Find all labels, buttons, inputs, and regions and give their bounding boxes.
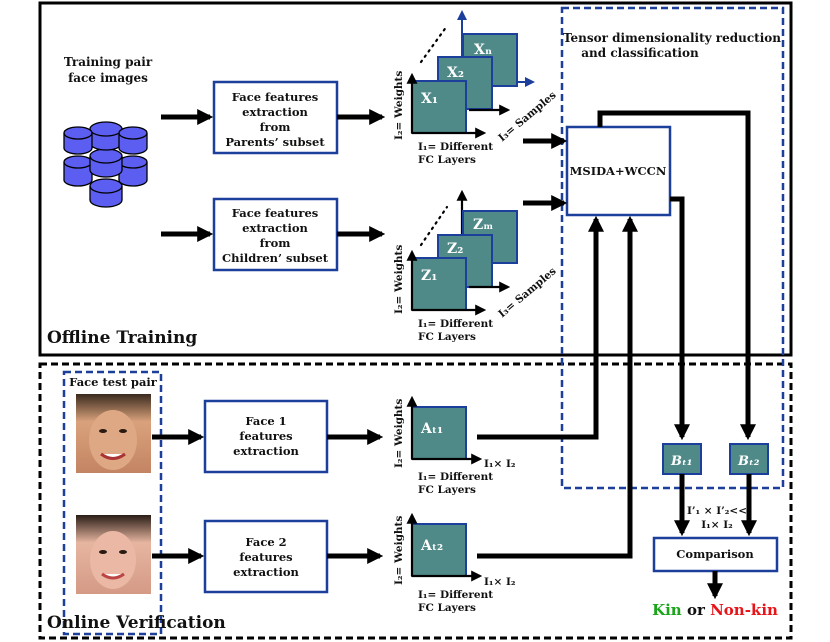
face1-box-line-3: extraction [233, 444, 299, 458]
parent-tensor-stack: Xₙ X₂ X₁ [406, 10, 535, 139]
tensor-title-1: Tensor dimensionality reduction [563, 31, 781, 45]
children-box-line-2: extraction [242, 221, 308, 235]
msida-wccn-box [565, 125, 672, 217]
face-image-1 [76, 394, 151, 473]
arrow-at2-to-msida [477, 215, 639, 559]
test1-axis-product: I₁× I₂ [484, 458, 516, 470]
arrow-at1-to-msida [477, 215, 605, 440]
tensor-bt1 [662, 443, 702, 475]
test1-axis-fc-2: FC Layers [418, 484, 476, 496]
parent-axis-fc-2: FC Layers [418, 154, 476, 166]
parents-extraction-box [212, 80, 339, 155]
child-tensor-stack: Zₘ Z₂ Z₁ [406, 189, 518, 316]
tensor-z1-label: Z₁ [421, 268, 437, 284]
face-test-pair-frame [62, 370, 163, 636]
reduced-dims-line-1: I’₁ × I’₂<< [687, 505, 747, 517]
tensor-bt2 [729, 443, 769, 475]
child-axis-fc-2: FC Layers [418, 331, 476, 343]
tensor-z1 [411, 257, 467, 311]
children-box-line-1: Face features [232, 206, 319, 220]
online-verification-title: Online Verification [47, 613, 226, 633]
tensor-title-2: and classification [581, 46, 699, 60]
test2-axis-fc-2: FC Layers [418, 602, 476, 614]
tensor-at1-label: Aₜ₁ [420, 421, 443, 437]
parent-axis-weights: I₂= Weights [393, 71, 405, 140]
parents-box-line-1: Face features [232, 90, 319, 104]
tensor-at2-label: Aₜ₂ [420, 538, 443, 554]
tensor-reduction-frame [560, 6, 785, 490]
parent-axis-fc-1: I₁= Different [418, 141, 493, 153]
arrow-msida-to-bt1 [670, 196, 691, 441]
child-axis-samples: I₃= Samples [496, 265, 558, 320]
result-nonkin: Non-kin [710, 601, 778, 619]
face1-box-line-2: features [239, 429, 292, 443]
offline-training-title: Offline Training [47, 328, 197, 348]
tensor-at1 [411, 406, 467, 460]
test2-axis-product: I₁× I₂ [484, 576, 516, 588]
tensor-zm-label: Zₘ [473, 217, 493, 233]
children-box-line-3: from [260, 236, 291, 250]
training-pair-label-1: Training pair [64, 55, 153, 69]
test2-axis-weights: I₂= Weights [393, 516, 405, 585]
tensor-x2-label: X₂ [447, 65, 464, 81]
child-axis-weights: I₂= Weights [393, 245, 405, 314]
training-pair-label-2: face images [68, 71, 148, 85]
result-text: Kin or Non-kin [652, 601, 778, 619]
tensor-xn-label: Xₙ [474, 42, 492, 58]
face1-extraction-box [203, 399, 329, 474]
msida-wccn-label: MSIDA+WCCN [570, 164, 667, 178]
online-verification-frame [38, 362, 793, 640]
parents-box-line-2: extraction [242, 105, 308, 119]
result-or: or [682, 601, 710, 619]
reduced-dims-line-2: I₁× I₂ [701, 519, 733, 531]
tensor-x1-label: X₁ [421, 91, 438, 107]
tensor-at2 [411, 523, 467, 577]
parents-box-line-4: Parents’ subset [225, 135, 325, 149]
parent-axis-samples: I₃= Samples [496, 89, 558, 144]
child-axis-fc-1: I₁= Different [418, 318, 493, 330]
test1-axis-fc-1: I₁= Different [418, 471, 493, 483]
face1-box-line-1: Face 1 [245, 414, 286, 428]
comparison-label: Comparison [676, 547, 754, 561]
face2-box-line-3: extraction [233, 565, 299, 579]
face-test-pair-label: Face test pair [69, 375, 158, 389]
parents-box-line-3: from [260, 120, 291, 134]
face-image-2 [76, 515, 151, 594]
offline-training-frame [38, 1, 793, 357]
tensor-bt2-label: Bₜ₂ [737, 454, 760, 469]
face2-box-line-2: features [239, 550, 292, 564]
test1-axis-weights: I₂= Weights [393, 399, 405, 468]
children-box-line-4: Children’ subset [222, 251, 329, 265]
arrow-msida-to-bt2 [597, 110, 757, 441]
test2-axis-fc-1: I₁= Different [418, 589, 493, 601]
database-icon [63, 121, 148, 208]
tensor-z2-label: Z₂ [447, 241, 463, 257]
tensor-x1 [411, 80, 467, 134]
result-kin: Kin [652, 601, 682, 619]
face2-box-line-1: Face 2 [245, 535, 286, 549]
face2-extraction-box [203, 519, 329, 594]
tensor-bt1-label: Bₜ₁ [670, 454, 693, 469]
